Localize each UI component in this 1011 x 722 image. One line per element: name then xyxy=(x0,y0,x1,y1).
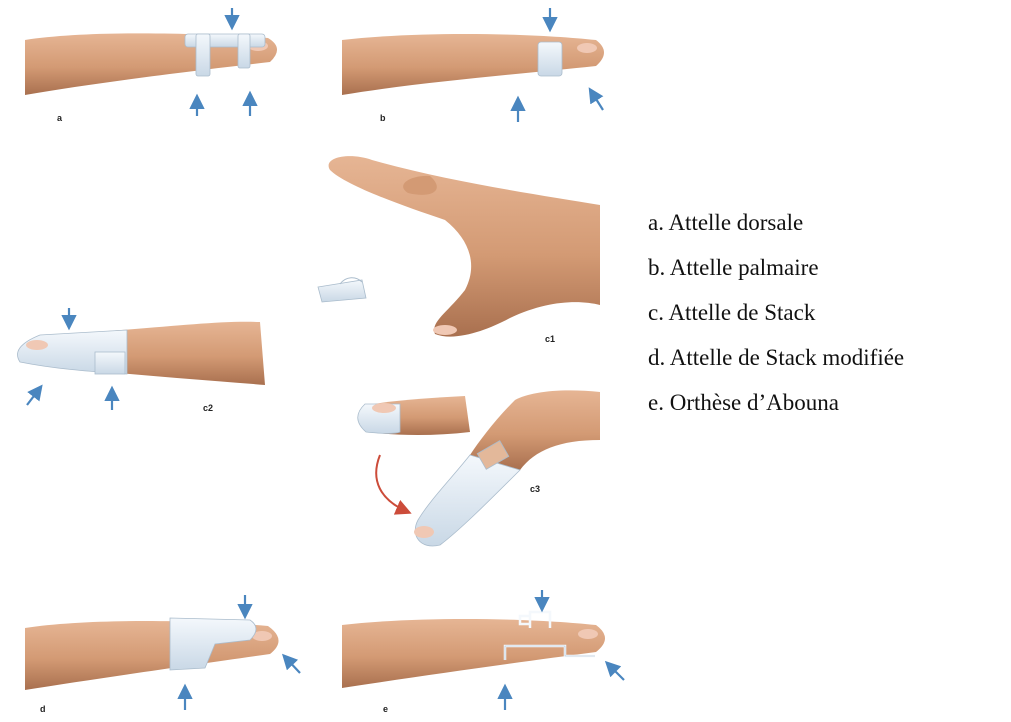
panel-c3: c3 xyxy=(358,390,600,546)
splint-illustrations: a b c1 c2 c3 xyxy=(0,0,640,722)
panel-caption-c2: c2 xyxy=(203,403,213,413)
legend-item-d: d. Attelle de Stack modifiée xyxy=(648,343,904,388)
panel-c1: c1 xyxy=(318,156,600,344)
legend-item-c: c. Attelle de Stack xyxy=(648,298,904,343)
panel-c2: c2 xyxy=(18,308,266,413)
panel-caption-c1: c1 xyxy=(545,334,555,344)
panel-d: d xyxy=(25,595,300,714)
panel-caption-a: a xyxy=(57,113,63,123)
panel-caption-d: d xyxy=(40,704,46,714)
legend-item-a: a. Attelle dorsale xyxy=(648,208,904,253)
legend-item-b: b. Attelle palmaire xyxy=(648,253,904,298)
panel-caption-b: b xyxy=(380,113,386,123)
panel-caption-c3: c3 xyxy=(530,484,540,494)
panel-e: e xyxy=(342,590,624,714)
panel-a: a xyxy=(25,8,277,123)
legend-item-e: e. Orthèse d’Abouna xyxy=(648,388,904,433)
legend-list: a. Attelle dorsale b. Attelle palmaire c… xyxy=(648,208,904,433)
panel-b: b xyxy=(342,8,604,123)
panel-caption-e: e xyxy=(383,704,388,714)
